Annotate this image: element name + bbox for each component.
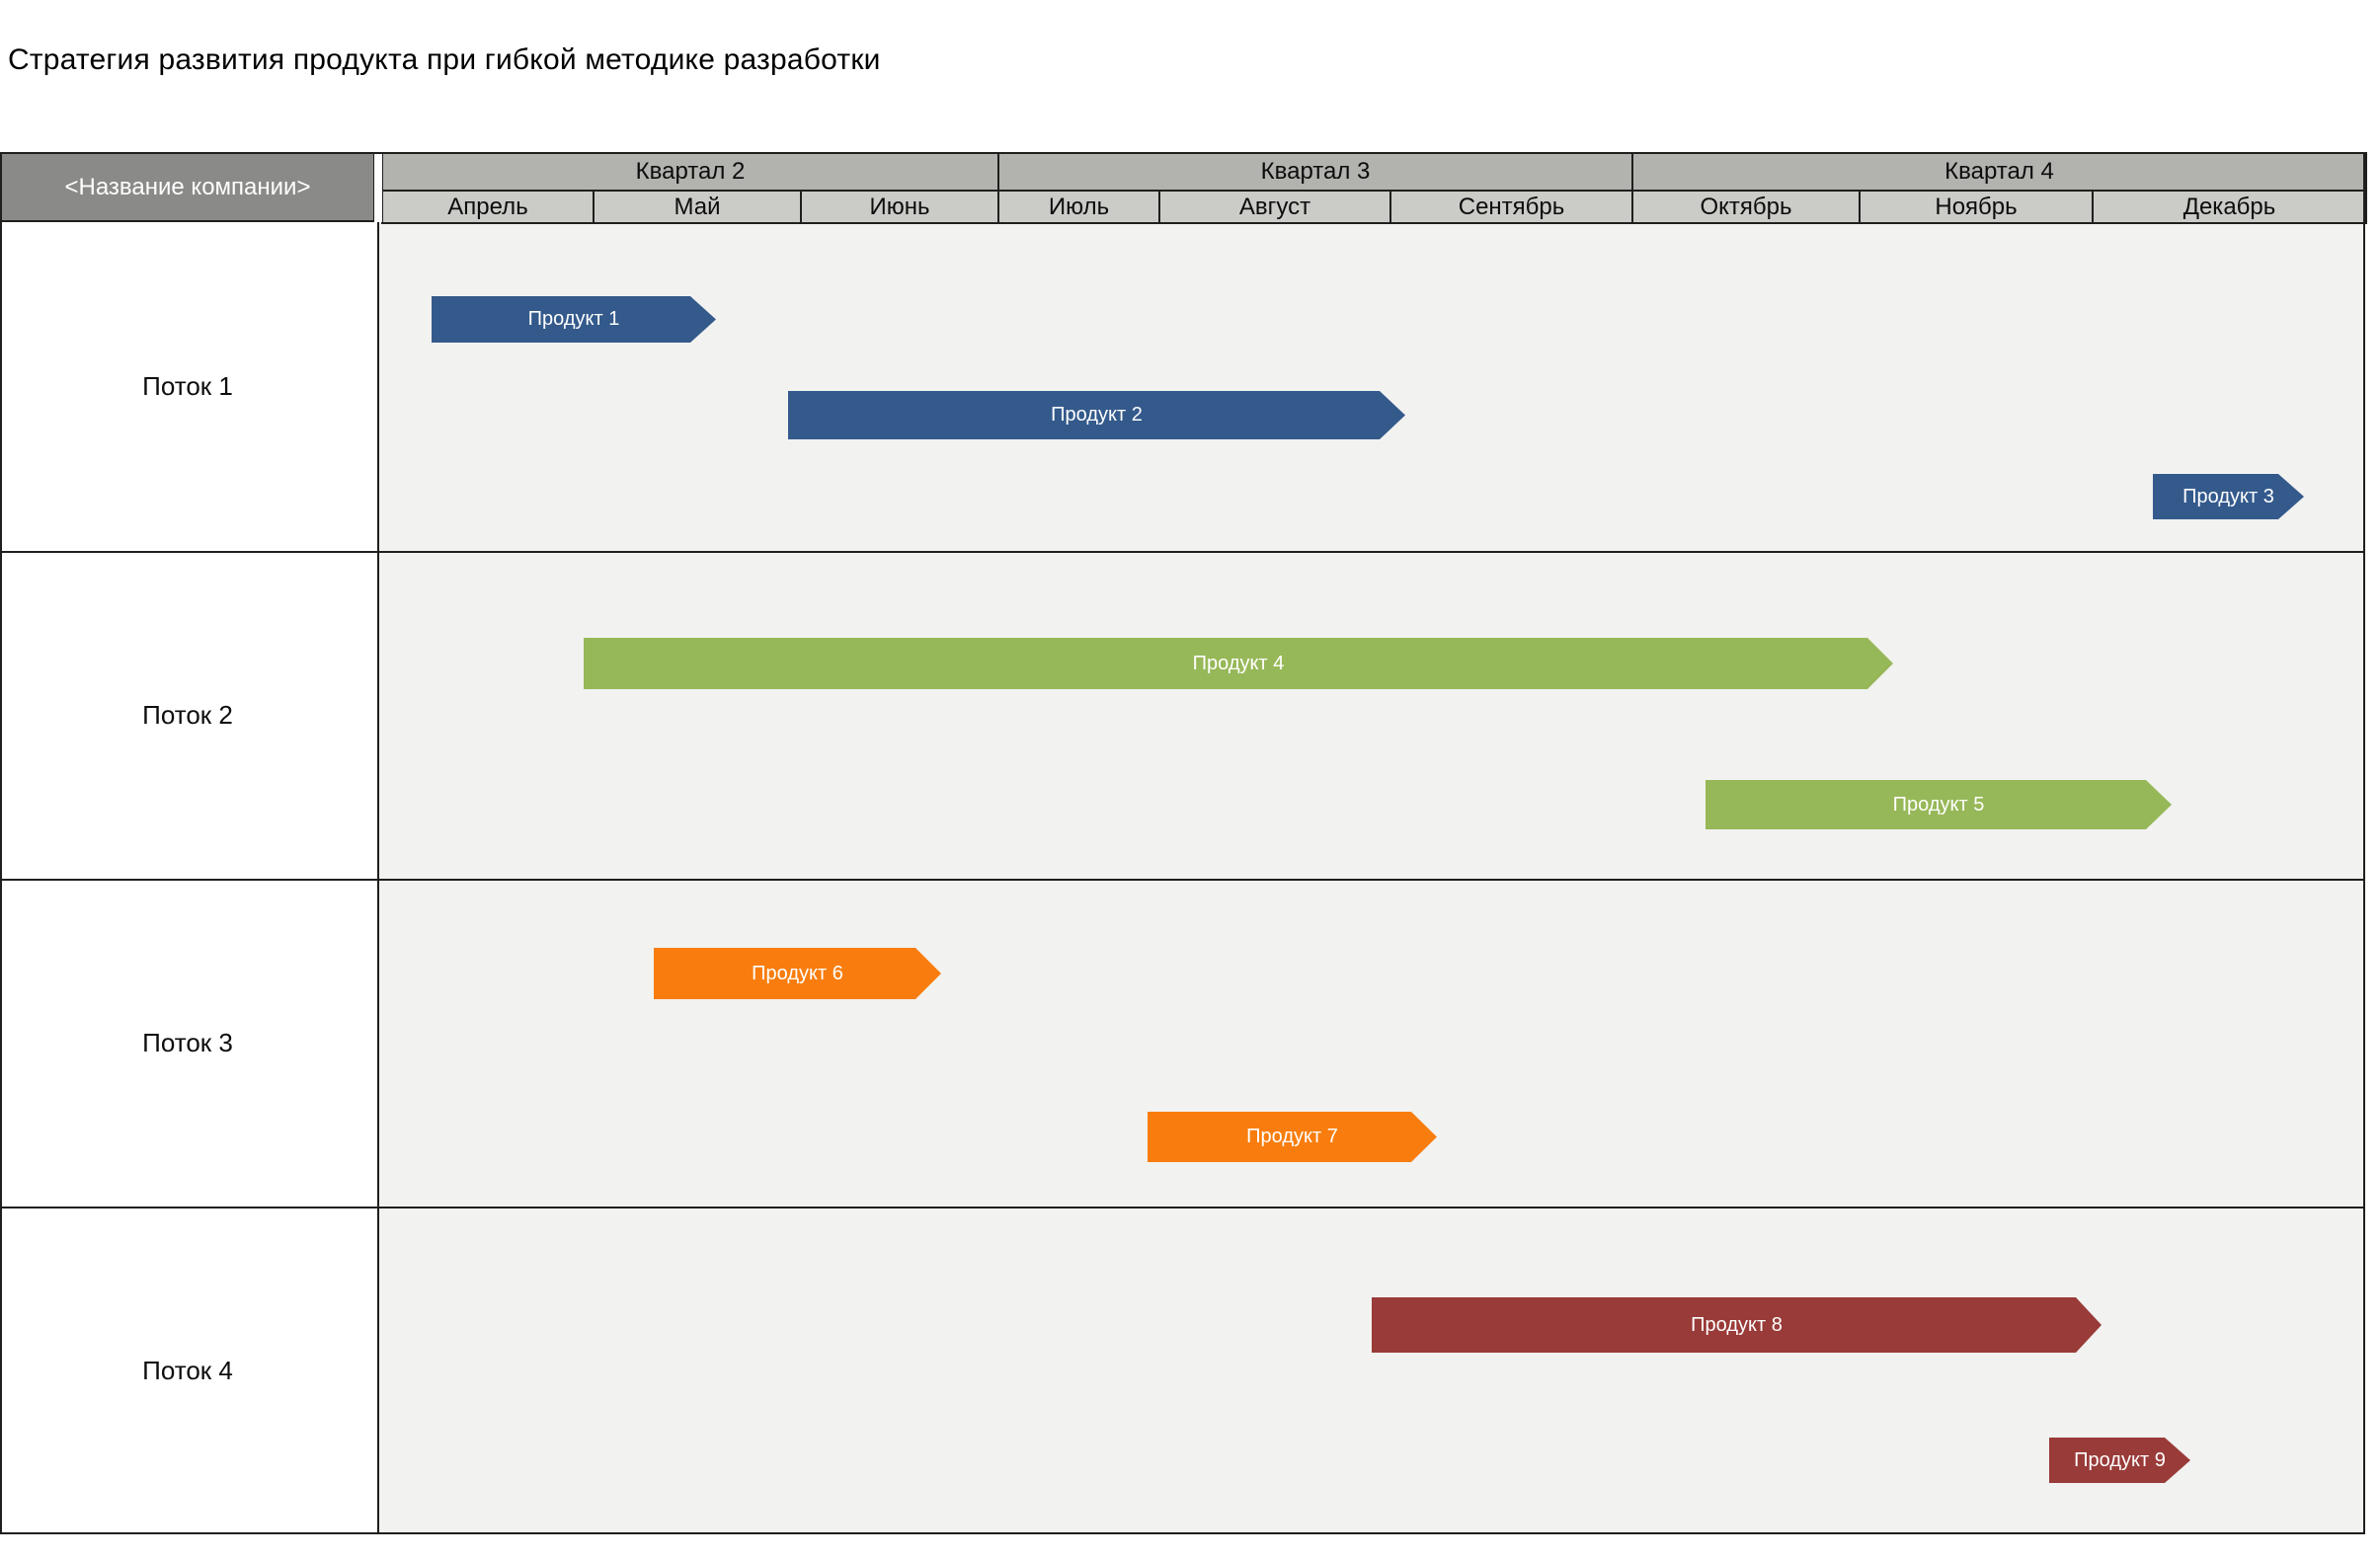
product-bar-1[interactable]: Продукт 1 xyxy=(432,296,716,343)
month-header-4: Июль xyxy=(997,190,1160,224)
month-header-3: Июнь xyxy=(800,190,999,224)
month-header-1: Апрель xyxy=(381,190,595,224)
page-title: Стратегия развития продукта при гибкой м… xyxy=(8,43,881,76)
header-gap-strip xyxy=(374,150,382,222)
quarter-header-2: Квартал 3 xyxy=(997,152,1633,192)
month-header-7: Октябрь xyxy=(1631,190,1861,224)
month-header-8: Ноябрь xyxy=(1859,190,2094,224)
product-bar-4[interactable]: Продукт 4 xyxy=(584,638,1893,689)
quarter-header-3: Квартал 4 xyxy=(1631,152,2367,192)
product-bar-6[interactable]: Продукт 6 xyxy=(654,948,941,999)
company-name-cell[interactable]: <Название компании> xyxy=(0,152,375,222)
product-bar-5[interactable]: Продукт 5 xyxy=(1706,780,2172,829)
quarter-header-1: Квартал 2 xyxy=(381,152,999,192)
product-bar-3[interactable]: Продукт 3 xyxy=(2153,474,2304,519)
row-separator xyxy=(2,879,2363,881)
month-header-2: Май xyxy=(593,190,802,224)
month-header-6: Сентябрь xyxy=(1389,190,1633,224)
product-bar-8[interactable]: Продукт 8 xyxy=(1372,1297,2102,1353)
label-column-divider xyxy=(377,222,379,1534)
row-separator xyxy=(2,551,2363,553)
stream-label-1: Поток 1 xyxy=(142,371,233,401)
stream-label-2: Поток 2 xyxy=(142,699,233,730)
row-separator xyxy=(2,1207,2363,1208)
stream-label-3: Поток 3 xyxy=(142,1027,233,1057)
month-header-9: Декабрь xyxy=(2092,190,2367,224)
product-bar-7[interactable]: Продукт 7 xyxy=(1148,1112,1437,1162)
product-bar-2[interactable]: Продукт 2 xyxy=(788,391,1405,439)
product-bar-9[interactable]: Продукт 9 xyxy=(2049,1438,2190,1483)
month-header-5: Август xyxy=(1158,190,1391,224)
stream-label-4: Поток 4 xyxy=(142,1355,233,1385)
